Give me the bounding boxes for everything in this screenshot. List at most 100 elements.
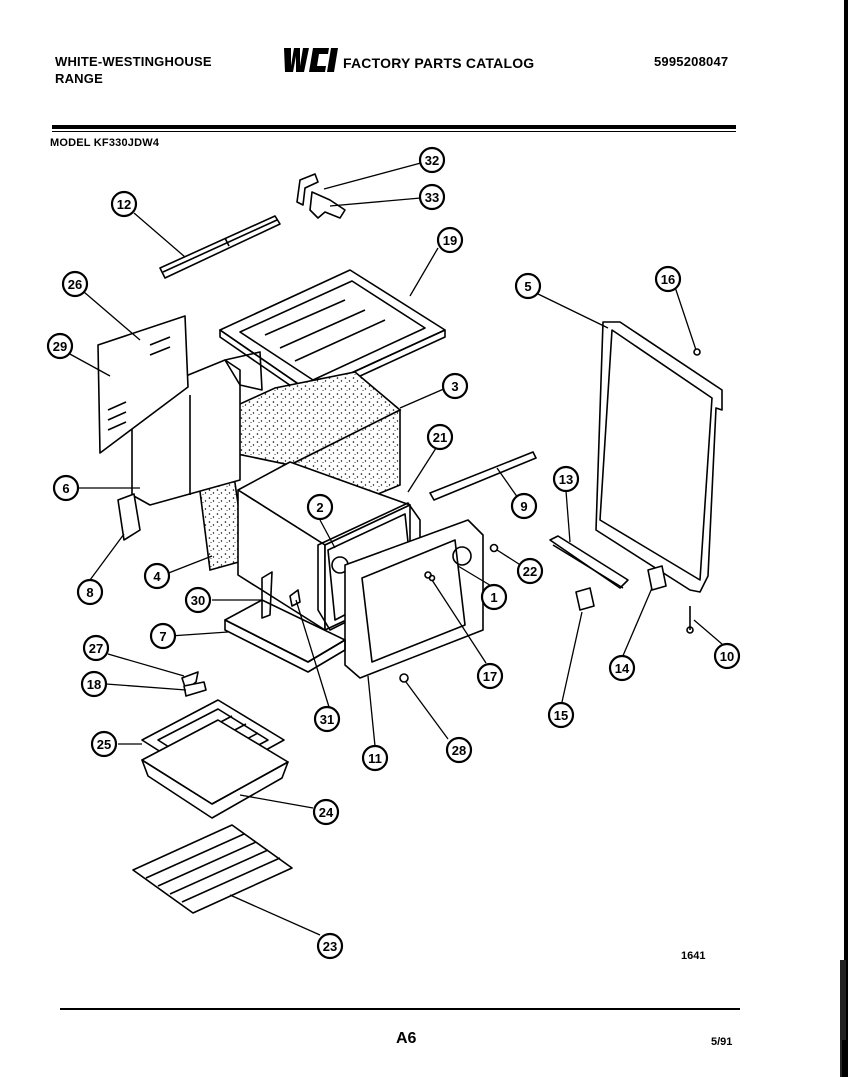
callout-32: 32 (418, 146, 446, 174)
callout-6: 6 (52, 474, 80, 502)
callout-33: 33 (418, 183, 446, 211)
callout-label: 14 (615, 661, 630, 676)
callout-circle (552, 465, 580, 493)
page-number: A6 (396, 1030, 417, 1047)
callout-label: 19 (443, 233, 457, 248)
callout-circle (149, 622, 177, 650)
callout-label: 13 (559, 472, 573, 487)
callout-markers: 1234567891011121314151617181921222324252… (46, 146, 741, 960)
model-label: MODEL KF330JDW4 (50, 137, 160, 149)
header-rule-thin (52, 131, 736, 132)
part-24-broil-pan (141, 719, 289, 819)
callout-circle (80, 670, 108, 698)
callout-13: 13 (552, 465, 580, 493)
header-rule (52, 125, 736, 129)
callout-label: 5 (524, 279, 531, 294)
callout-label: 28 (452, 743, 466, 758)
part-14-bracket (647, 565, 667, 591)
callout-label: 7 (159, 629, 166, 644)
callout-26: 26 (61, 270, 89, 298)
callout-label: 2 (316, 500, 323, 515)
callout-label: 1 (490, 590, 497, 605)
wci-logo (284, 48, 338, 72)
callout-label: 25 (97, 737, 111, 752)
part-10-screw (686, 606, 694, 634)
diagram-code: 1641 (681, 950, 706, 962)
part-7-bottom-panel (224, 599, 346, 673)
callout-circle (184, 586, 212, 614)
part-13-rail (549, 535, 629, 589)
callout-circle (361, 744, 389, 772)
callout-label: 29 (53, 339, 67, 354)
callout-circle (316, 932, 344, 960)
callout-label: 17 (483, 669, 497, 684)
callout-5: 5 (514, 272, 542, 300)
callout-circle (312, 798, 340, 826)
part-15-switch (575, 587, 595, 611)
callout-label: 16 (661, 272, 675, 287)
callout-circle (76, 578, 104, 606)
leader-lines (67, 159, 723, 936)
callout-circle (110, 190, 138, 218)
callout-12: 12 (110, 190, 138, 218)
scan-edge-noise (840, 0, 848, 1077)
callout-10: 10 (713, 642, 741, 670)
callout-15: 15 (547, 701, 575, 729)
callout-18: 18 (80, 670, 108, 698)
callout-27: 27 (82, 634, 110, 662)
part-12-trim-strip (159, 215, 281, 279)
callout-30: 30 (184, 586, 212, 614)
callout-circle (143, 562, 171, 590)
callout-31: 31 (313, 705, 341, 733)
callout-circle (418, 183, 446, 211)
part-31-clip (289, 589, 301, 607)
callout-3: 3 (441, 372, 469, 400)
callout-25: 25 (90, 730, 118, 758)
callout-label: 26 (68, 277, 82, 292)
callout-14: 14 (608, 654, 636, 682)
callout-circle (654, 265, 682, 293)
callout-22: 22 (516, 557, 544, 585)
callout-label: 30 (191, 593, 205, 608)
callout-label: 12 (117, 197, 131, 212)
callout-label: 4 (153, 569, 161, 584)
callout-circle (476, 662, 504, 690)
callout-circle (713, 642, 741, 670)
part-16-screw (693, 348, 701, 356)
callout-9: 9 (510, 492, 538, 520)
catalog-title: FACTORY PARTS CATALOG (343, 55, 535, 71)
callout-label: 22 (523, 564, 537, 579)
callout-label: 3 (451, 379, 458, 394)
part-8-hinge (117, 493, 141, 541)
callout-label: 11 (368, 751, 382, 766)
part-26-back-panel (97, 315, 189, 454)
part-5-side-frame (595, 321, 723, 593)
footer-rule (60, 1008, 740, 1010)
callout-circle (516, 557, 544, 585)
callout-circle (61, 270, 89, 298)
callout-circle (46, 332, 74, 360)
callout-label: 9 (520, 499, 527, 514)
callout-circle (510, 492, 538, 520)
part-23-oven-rack (132, 824, 293, 914)
callout-label: 33 (425, 190, 439, 205)
callout-circle (90, 730, 118, 758)
callout-circle (426, 423, 454, 451)
callout-label: 18 (87, 677, 101, 692)
part-18-bracket (183, 681, 207, 697)
callout-circle (445, 736, 473, 764)
callout-circle (514, 272, 542, 300)
callout-label: 27 (89, 641, 103, 656)
callout-1: 1 (480, 583, 508, 611)
callout-label: 31 (320, 712, 334, 727)
part-33-bracket (309, 191, 346, 219)
callout-label: 8 (86, 585, 93, 600)
part-28-screw (399, 673, 409, 683)
callout-label: 24 (319, 805, 334, 820)
callout-circle (82, 634, 110, 662)
callout-circle (313, 705, 341, 733)
callout-label: 23 (323, 939, 337, 954)
callout-2: 2 (306, 493, 334, 521)
callout-label: 32 (425, 153, 439, 168)
